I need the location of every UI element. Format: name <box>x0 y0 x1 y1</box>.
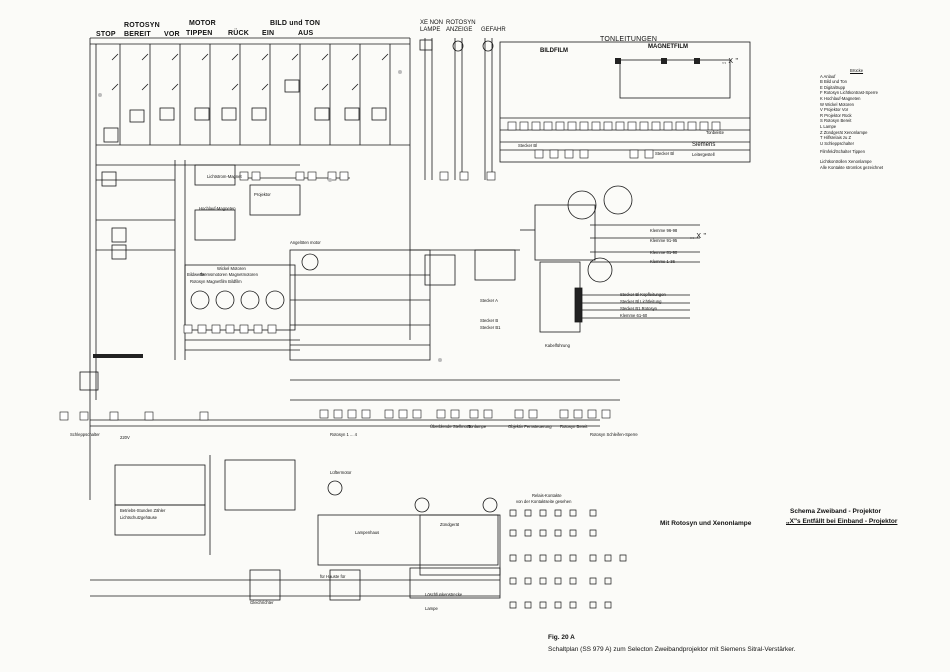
schema-title: Schema Zweiband - Projektor <box>790 508 882 515</box>
klemme-1-36: Klemme 1-36 <box>650 259 675 264</box>
sound-x-mark: ,, X " <box>722 58 739 65</box>
label-bild-und-ton: BILD und TON <box>270 20 321 27</box>
label-angeloren: Angelöten motor <box>290 240 321 245</box>
label-lichtstrom: Lichtstrom-Magnet <box>207 174 242 179</box>
legend-note: Lichtkontrollen Xenonlampe <box>820 158 872 164</box>
label-rotosyn-mid: Rotosyn 1 ... 4 <box>330 432 357 437</box>
label-wickel: Wickel Motoren <box>217 266 246 271</box>
projector-x-mark: ,, X " <box>690 233 707 240</box>
kontakt-title: Relais-Kontakte <box>532 493 562 498</box>
label-lichtschutz: Lichtschutzgehäuse <box>120 515 158 520</box>
kabelfuehrung-label: Kabelführung <box>545 343 570 348</box>
leitergestell-label: Leitergestell <box>692 152 715 157</box>
label-bildwerfer: Bildwerfer <box>187 272 206 277</box>
label-loeschfunkenstrecke: Löschfunkenstrecke <box>425 592 463 597</box>
klemme-96-98: Klemme 96-98 <box>650 228 678 233</box>
stecker-bl-licht: Stecker Bl Lichtleitung <box>620 299 662 304</box>
legend-item: F Rotosyn Lichtkontrast-Sperre <box>820 90 878 96</box>
label-anzeige: ANZEIGE <box>446 27 473 33</box>
kontakt-subtitle: von der Kontaktseite gesehen <box>516 499 572 504</box>
klemme-91-95: Klemme 91-95 <box>650 238 678 243</box>
tonleiste-label: Tonbeiste <box>706 130 724 135</box>
legend-item: Z Zündgerät Xenonlampe <box>820 129 868 135</box>
label-bereit: BEREIT <box>124 31 151 38</box>
label-tippen: TIPPEN <box>186 30 213 37</box>
legend-item: W Wickel Motoren <box>820 101 854 107</box>
legend-title: Brücke <box>850 68 864 73</box>
legend-item: E Digitaltrupp <box>820 84 846 90</box>
klemme-61-60: Klemme 61-60 <box>620 313 648 318</box>
label-lampe-bottom: Lampe <box>425 606 438 611</box>
label-lampenhaus: Lampenhaus <box>355 530 380 535</box>
label-220v: 220V <box>120 435 130 440</box>
label-rotosyn: ROTOSYN <box>124 22 160 29</box>
legend-item: T Hilfsrelais zu Z <box>820 135 852 141</box>
legend-item: A Anlauf <box>820 73 836 79</box>
magnetfilm-label: MAGNETFILM <box>648 44 688 50</box>
legend-item: B Bild und Ton <box>820 79 847 85</box>
label-stop: STOP <box>96 31 116 38</box>
label-motor: MOTOR <box>189 20 216 27</box>
stecker-bl-label: Stecker Bl <box>518 143 538 148</box>
figure-number: Fig. 20 A <box>548 634 575 641</box>
schema-subtitle: ,,X"s Entfällt bei Einband - Projektor <box>786 518 898 525</box>
label-gleichrichter: Gleichrichter <box>250 600 274 605</box>
label-tonlampe: Tonlampe <box>468 424 487 429</box>
siemens-label: Siemens <box>692 142 716 148</box>
legend-item: V Projektor Vor <box>820 107 849 113</box>
stecker-b-label: Stecker B <box>480 318 499 323</box>
label-vor: VOR <box>164 31 180 38</box>
label-zuendgeraet: Zündgerät <box>440 522 460 527</box>
stecker-a-label: Stecker A <box>480 298 498 303</box>
label-projektor: Projektor <box>254 192 271 197</box>
tonleitungen-title: TONLEITUNGEN <box>600 36 658 43</box>
legend-item: S Rotosyn Bereit <box>820 118 852 124</box>
label-objektiv: Objektiv Fernsteuerung <box>508 424 552 429</box>
legend-note: Filmfeld/Schalter Tippen <box>820 149 865 155</box>
bildfilm-label: BILDFILM <box>540 48 568 54</box>
label-motoren-sub: Bremsmotoren Magnetmotoren <box>200 272 258 277</box>
label-aus: AUS <box>298 30 314 37</box>
legend-item: U Schleppschalter <box>820 140 854 146</box>
label-xenon: XE NON <box>420 20 444 26</box>
label-schleppschalter: Schleppschalter <box>70 432 100 437</box>
legend-item: L Lampe <box>820 123 837 129</box>
label-rotosyn-m: Rotosyn Magnetfilm Bildfilm <box>190 279 242 284</box>
legend-note: Alle Kontakte stromlos gezeichnet <box>820 164 884 170</box>
label-betriebsstunden: Betriebs-Stunden Zähler <box>120 508 166 513</box>
label-rueck: RÜCK <box>228 30 250 37</box>
legend-item: R Projektor Rück <box>820 112 852 118</box>
label-ein: EIN <box>262 30 275 37</box>
figure-caption: Schaltplan (SS 979 A) zum Selecton Zweib… <box>548 646 796 653</box>
label-hochlauf: Hochlauf-Magneten <box>199 206 236 211</box>
label-rotosyn-anzeige: ROTOSYN <box>446 20 476 26</box>
stecker-bl-kopf: Stecker Bl Kopfleitungen <box>620 292 666 297</box>
label-rotosyn-bereit: Rotosyn Bereit <box>560 424 588 429</box>
stecker-b1-label: Stecker B1 <box>480 325 501 330</box>
stecker-b1-rotosyn: Stecker B1 Rotosyn <box>620 306 658 311</box>
label-gefahr: GEFAHR <box>481 27 506 33</box>
klemme-81-90: Klemme 81-90 <box>650 250 678 255</box>
legend: Brücke A Anlauf B Bild und Ton E Digital… <box>820 68 883 170</box>
legend-item: K Hochlauf-Magneten <box>820 95 861 101</box>
label-fuer-hauste: für Hauste für <box>320 574 346 579</box>
label-rotosyn-schleife: Rotosyn Schleifen-Sperre <box>590 432 638 437</box>
label-stellmotor: Überblende Stellmotor <box>430 424 472 429</box>
label-lueftermotor: Lüftermotor <box>330 470 352 475</box>
rotosyn-xenon-label: Mit Rotosyn und Xenonlampe <box>660 520 752 527</box>
label-lampe: LAMPE <box>420 27 441 33</box>
stecker-bl2-label: Stecker Bl <box>655 151 675 156</box>
